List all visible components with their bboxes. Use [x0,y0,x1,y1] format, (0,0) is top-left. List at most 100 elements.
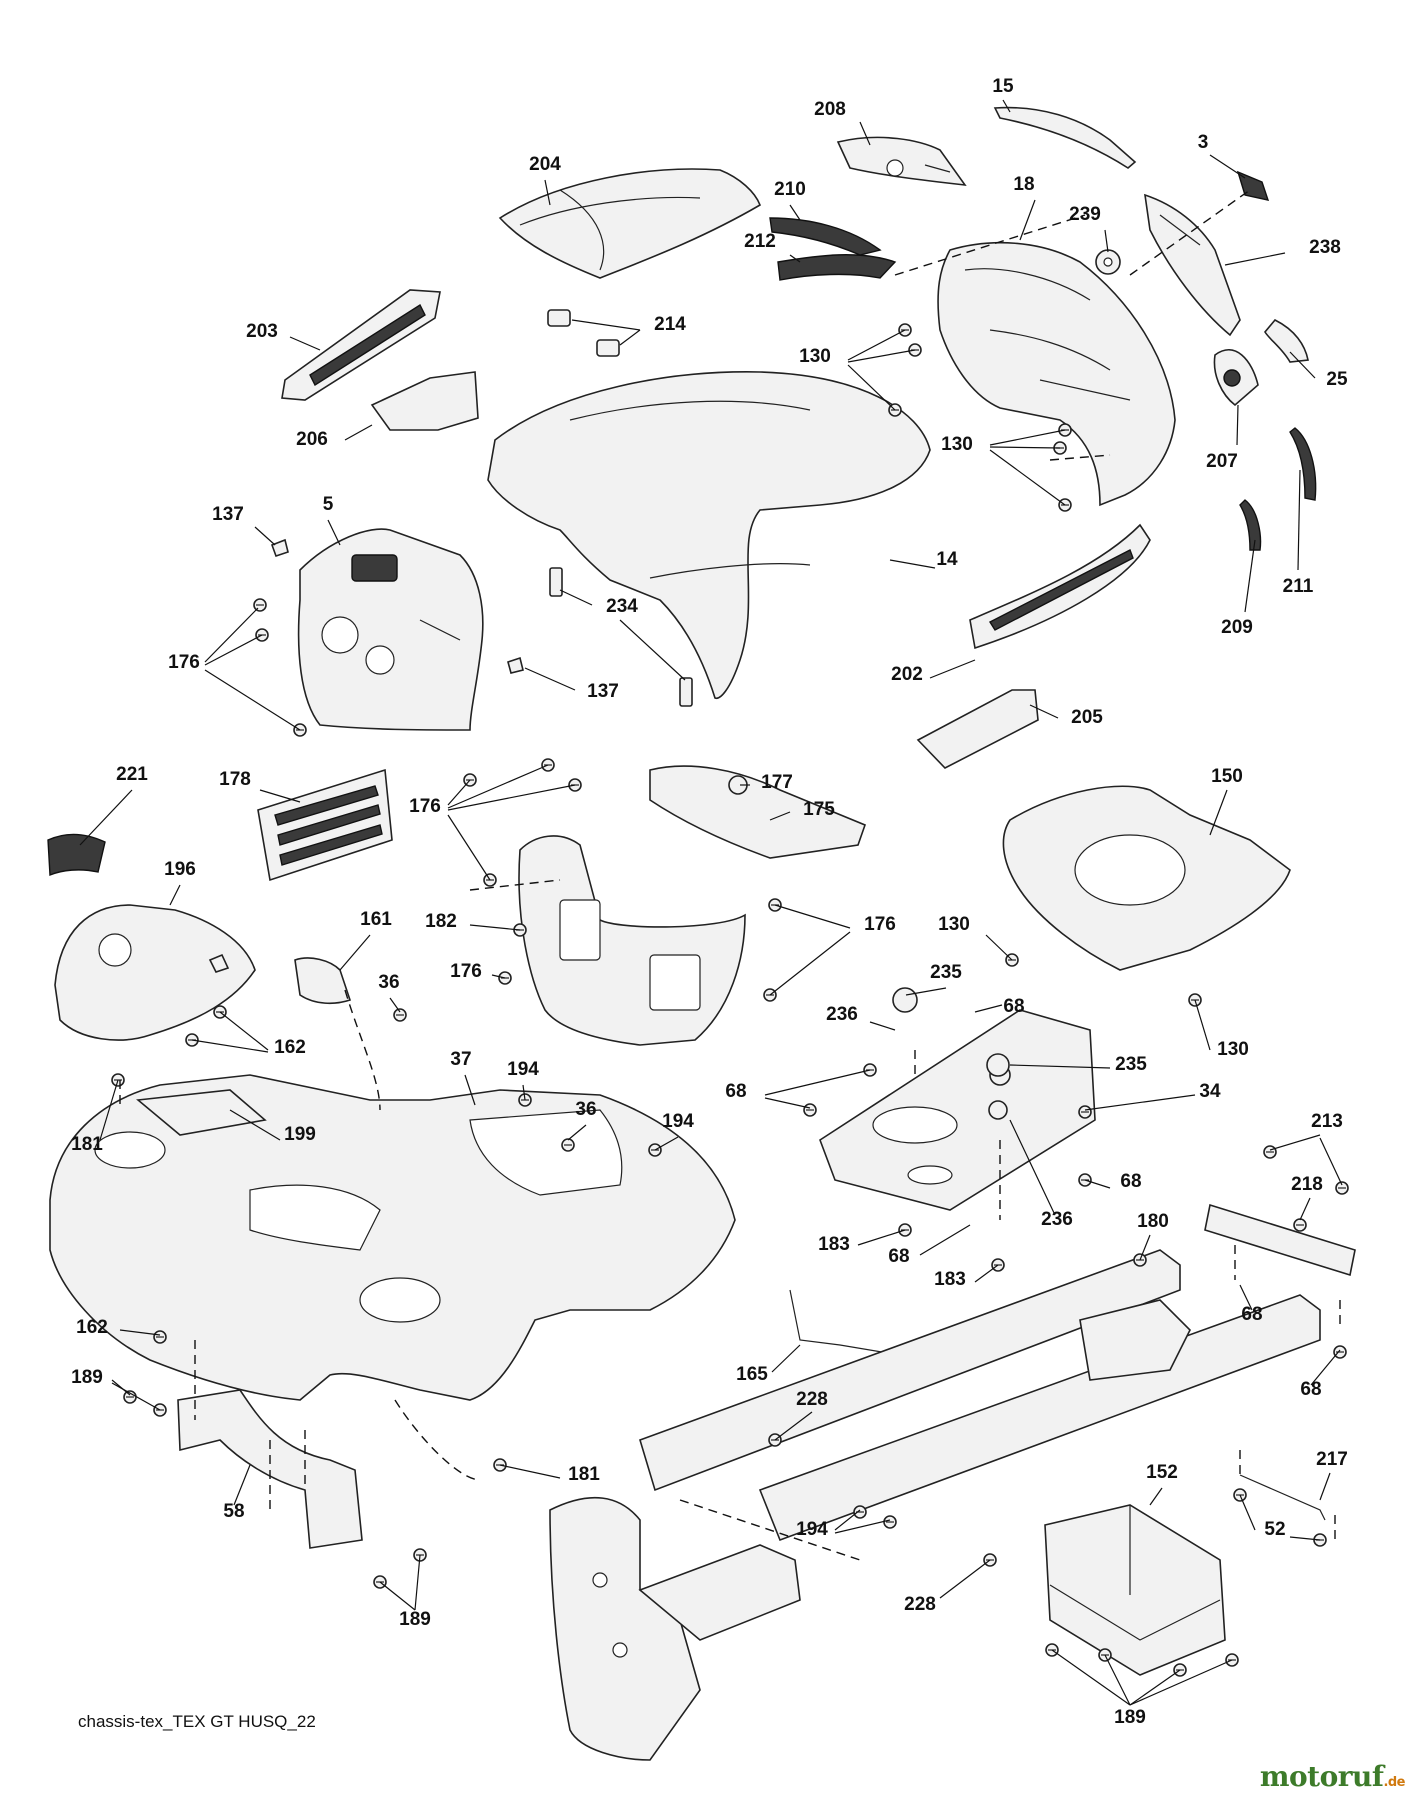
callout-c-235b: 235 [1115,1054,1147,1075]
callout-c-183a: 183 [818,1234,850,1255]
part-console-182 [518,835,746,1046]
callout-c-68f: 68 [1300,1379,1321,1400]
callout-c-238: 238 [1309,237,1341,258]
part-hood-14 [487,371,931,699]
callout-c-218: 218 [1291,1174,1323,1195]
part-grille-bar-202 [969,523,1151,650]
part-body-37 [49,1074,736,1401]
part-panel-205 [916,689,1039,769]
part-decal-209 [1239,499,1262,551]
callout-c-180: 180 [1137,1211,1169,1232]
screw-icon [883,1515,897,1529]
part-grille-212 [777,254,897,281]
screw-icon [561,1138,575,1152]
part-bracket-58 [177,1389,363,1549]
callout-c-52: 52 [1264,1519,1285,1540]
callout-c-194c: 194 [796,1519,828,1540]
callout-c-68e: 68 [1241,1304,1262,1325]
diagram-caption: chassis-tex_TEX GT HUSQ_22 [78,1712,316,1731]
part-spacer-234 [549,567,693,707]
callout-c-235a: 235 [930,962,962,983]
callout-c-194a: 194 [507,1059,539,1080]
callout-c-15: 15 [992,76,1014,97]
callout-c-206: 206 [296,429,328,450]
part-front-shell-18 [937,241,1176,507]
callout-c-36b: 36 [575,1099,596,1120]
part-bracket-214 [547,309,620,357]
callout-c-130b: 130 [941,434,973,455]
part-vent-trim-208 [836,136,967,186]
callout-c-68c: 68 [1120,1171,1141,1192]
callout-c-68d: 68 [888,1246,909,1267]
callout-c-183b: 183 [934,1269,966,1290]
callout-c-182: 182 [425,911,457,932]
callout-c-175: 175 [803,799,835,820]
callout-c-199: 199 [284,1124,316,1145]
screw-icon [1333,1345,1347,1359]
part-bracket-162 [208,953,230,973]
callout-c-68a: 68 [1003,996,1024,1017]
callout-c-178: 178 [219,769,251,790]
callout-c-239: 239 [1069,204,1101,225]
callout-c-214: 214 [654,314,686,335]
leader-lines [79,99,1343,1706]
callout-c-130d: 130 [1217,1039,1249,1060]
callout-c-37: 37 [450,1049,471,1070]
callout-c-176a: 176 [168,652,200,673]
callout-c-162a: 162 [274,1037,306,1058]
part-fender-cover-150 [1002,785,1291,971]
callout-c-210: 210 [774,179,806,200]
part-frame-180 [549,1249,1321,1761]
callout-c-161: 161 [360,909,392,930]
callout-c-34: 34 [1199,1081,1221,1102]
part-decal-211 [1289,427,1317,501]
part-dash-console-5 [297,528,484,731]
part-clip-137b [507,656,524,674]
callout-c-205: 205 [1071,707,1103,728]
callout-c-152: 152 [1146,1462,1178,1483]
watermark-brand: motoruf [1259,1760,1384,1793]
callout-c-194b: 194 [662,1111,694,1132]
callout-c-196: 196 [164,859,196,880]
callout-c-137a: 137 [212,504,244,525]
screw-icon [153,1330,167,1344]
part-plate-199 [136,1089,267,1136]
part-bar-217 [1239,1474,1326,1521]
callout-c-150: 150 [1211,766,1243,787]
part-side-trim-25 [1264,319,1309,363]
part-decal-221 [47,833,106,877]
callout-c-176b: 176 [409,796,441,817]
callout-c-181a: 181 [71,1134,103,1155]
callout-c-209: 209 [1221,617,1253,638]
callout-c-228a: 228 [796,1389,828,1410]
part-washer-239 [1095,249,1121,275]
callout-c-130c: 130 [938,914,970,935]
callout-c-213: 213 [1311,1111,1343,1132]
callout-c-137b: 137 [587,681,619,702]
part-bumper-piece-203 [281,289,441,401]
screw-icon [1293,1218,1307,1232]
part-seat-plate-34 [819,1009,1096,1211]
screw-icon [1263,1145,1277,1159]
callout-c-211: 211 [1283,576,1314,597]
watermark-tld: .de [1383,1775,1405,1790]
part-bracket-206 [370,371,479,431]
screw-icon [803,1103,817,1117]
watermark-logo: motoruf.de [1259,1760,1406,1793]
callout-c-189b: 189 [399,1609,431,1630]
callout-c-165: 165 [736,1364,768,1385]
callout-c-189a: 189 [71,1367,103,1388]
screw-icon [1078,1105,1092,1119]
part-bar-218 [1204,1203,1356,1277]
callout-c-203: 203 [246,321,278,342]
part-bracket-175 [649,765,867,859]
callout-c-130a: 130 [799,346,831,367]
callout-c-18: 18 [1013,174,1034,195]
part-lamp-207 [1213,349,1259,407]
callout-c-236b: 236 [1041,1209,1073,1230]
part-strip-15 [993,106,1137,169]
part-shroud-196 [54,904,256,1041]
